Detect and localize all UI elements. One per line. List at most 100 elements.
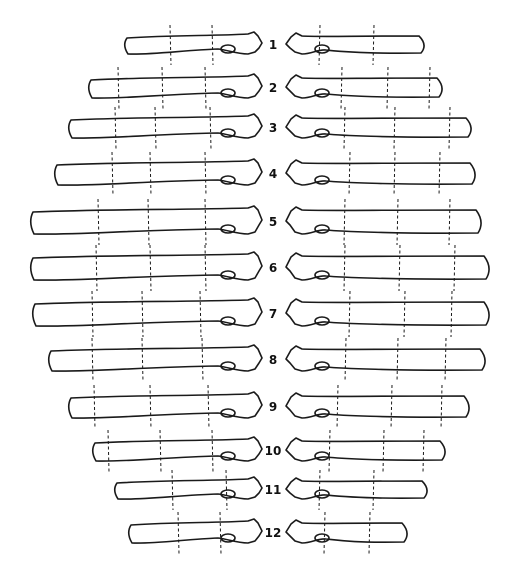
left-rib-7 [33, 298, 262, 326]
left-cut-line [142, 291, 143, 337]
rib-rows: 123456789101112 [31, 25, 489, 554]
rib-row-1: 1 [125, 25, 424, 65]
rib-row-4: 4 [55, 152, 475, 196]
right-rib-3 [286, 115, 471, 138]
right-cut-line [345, 338, 346, 382]
left-cut-line [96, 245, 97, 291]
left-cut-line [202, 338, 203, 382]
rib-row-2: 2 [89, 67, 442, 109]
left-cut-line [212, 430, 213, 472]
right-rib-11 [286, 478, 427, 499]
left-cut-line [210, 107, 211, 149]
right-cut-line [373, 470, 374, 510]
right-cut-line [391, 385, 392, 429]
right-tubercle-9 [315, 409, 329, 417]
right-cut-line [454, 245, 455, 291]
right-cut-line [329, 430, 330, 472]
left-cut-line [212, 25, 213, 65]
left-cut-line [142, 338, 143, 382]
right-cut-line [445, 338, 446, 382]
left-cut-line [150, 152, 151, 196]
right-cut-line [349, 291, 350, 337]
right-cut-line [423, 430, 424, 472]
rib-row-9: 9 [69, 385, 469, 429]
right-tubercle-11 [315, 490, 329, 498]
left-rib-10 [93, 437, 262, 461]
rib-number-label: 3 [269, 121, 277, 135]
right-tubercle-4 [315, 176, 329, 184]
right-tubercle-5 [315, 225, 329, 233]
right-tubercle-1 [315, 45, 329, 53]
right-cut-line [449, 107, 450, 149]
right-cut-line [451, 291, 452, 337]
right-cut-line [399, 245, 400, 291]
left-cut-line [178, 512, 179, 554]
left-rib-11 [115, 477, 262, 499]
rib-row-5: 5 [31, 199, 481, 245]
right-tubercle-2 [315, 89, 329, 97]
left-rib-1 [125, 32, 262, 54]
left-cut-line [98, 199, 99, 245]
right-cut-line [344, 199, 345, 245]
left-cut-line [220, 512, 221, 554]
right-tubercle-7 [315, 317, 329, 325]
left-cut-line [112, 152, 113, 196]
right-rib-7 [286, 299, 489, 326]
rib-number-label: 10 [265, 444, 282, 458]
rib-number-label: 9 [269, 400, 277, 414]
right-cut-line [429, 67, 430, 109]
right-cut-line [344, 245, 345, 291]
rib-number-label: 2 [269, 81, 277, 95]
right-tubercle-8 [315, 362, 329, 370]
left-cut-line [160, 430, 161, 472]
left-rib-12 [129, 519, 262, 543]
left-cut-line [205, 67, 206, 109]
right-cut-line [337, 385, 338, 429]
right-rib-6 [286, 253, 489, 280]
left-cut-line [92, 291, 93, 337]
right-cut-line [369, 512, 370, 554]
right-cut-line [341, 67, 342, 109]
rib-row-3: 3 [69, 107, 471, 149]
left-cut-line [162, 67, 163, 109]
right-tubercle-10 [315, 452, 329, 460]
right-cut-line [404, 291, 405, 337]
left-cut-line [150, 385, 151, 429]
rib-number-label: 12 [265, 526, 282, 540]
right-cut-line [394, 107, 395, 149]
left-cut-line [205, 152, 206, 196]
right-cut-line [397, 199, 398, 245]
left-cut-line [148, 199, 149, 245]
rib-number-label: 4 [269, 167, 277, 181]
rib-number-label: 7 [269, 307, 277, 321]
right-cut-line [387, 67, 388, 109]
right-cut-line [344, 107, 345, 149]
left-cut-line [108, 430, 109, 472]
right-cut-line [439, 152, 440, 196]
left-cut-line [118, 67, 119, 109]
left-cut-line [200, 291, 201, 337]
left-rib-8 [49, 345, 262, 371]
left-rib-9 [69, 392, 262, 418]
rib-number-label: 8 [269, 353, 277, 367]
left-rib-6 [31, 252, 262, 280]
right-rib-10 [286, 438, 445, 461]
left-cut-line [205, 199, 206, 245]
right-rib-1 [286, 33, 424, 54]
right-cut-line [324, 512, 325, 554]
right-rib-4 [286, 160, 475, 185]
rib-row-12: 12 [129, 512, 407, 554]
right-cut-line [397, 338, 398, 382]
left-cut-line [115, 107, 116, 149]
rib-row-8: 8 [49, 338, 485, 382]
left-cut-line [205, 245, 206, 291]
rib-number-label: 1 [269, 38, 277, 52]
left-rib-4 [55, 159, 262, 185]
right-rib-2 [286, 75, 442, 98]
left-cut-line [150, 245, 151, 291]
left-cut-line [92, 338, 93, 382]
right-cut-line [441, 385, 442, 429]
rib-row-7: 7 [33, 291, 489, 337]
right-tubercle-12 [315, 534, 329, 542]
